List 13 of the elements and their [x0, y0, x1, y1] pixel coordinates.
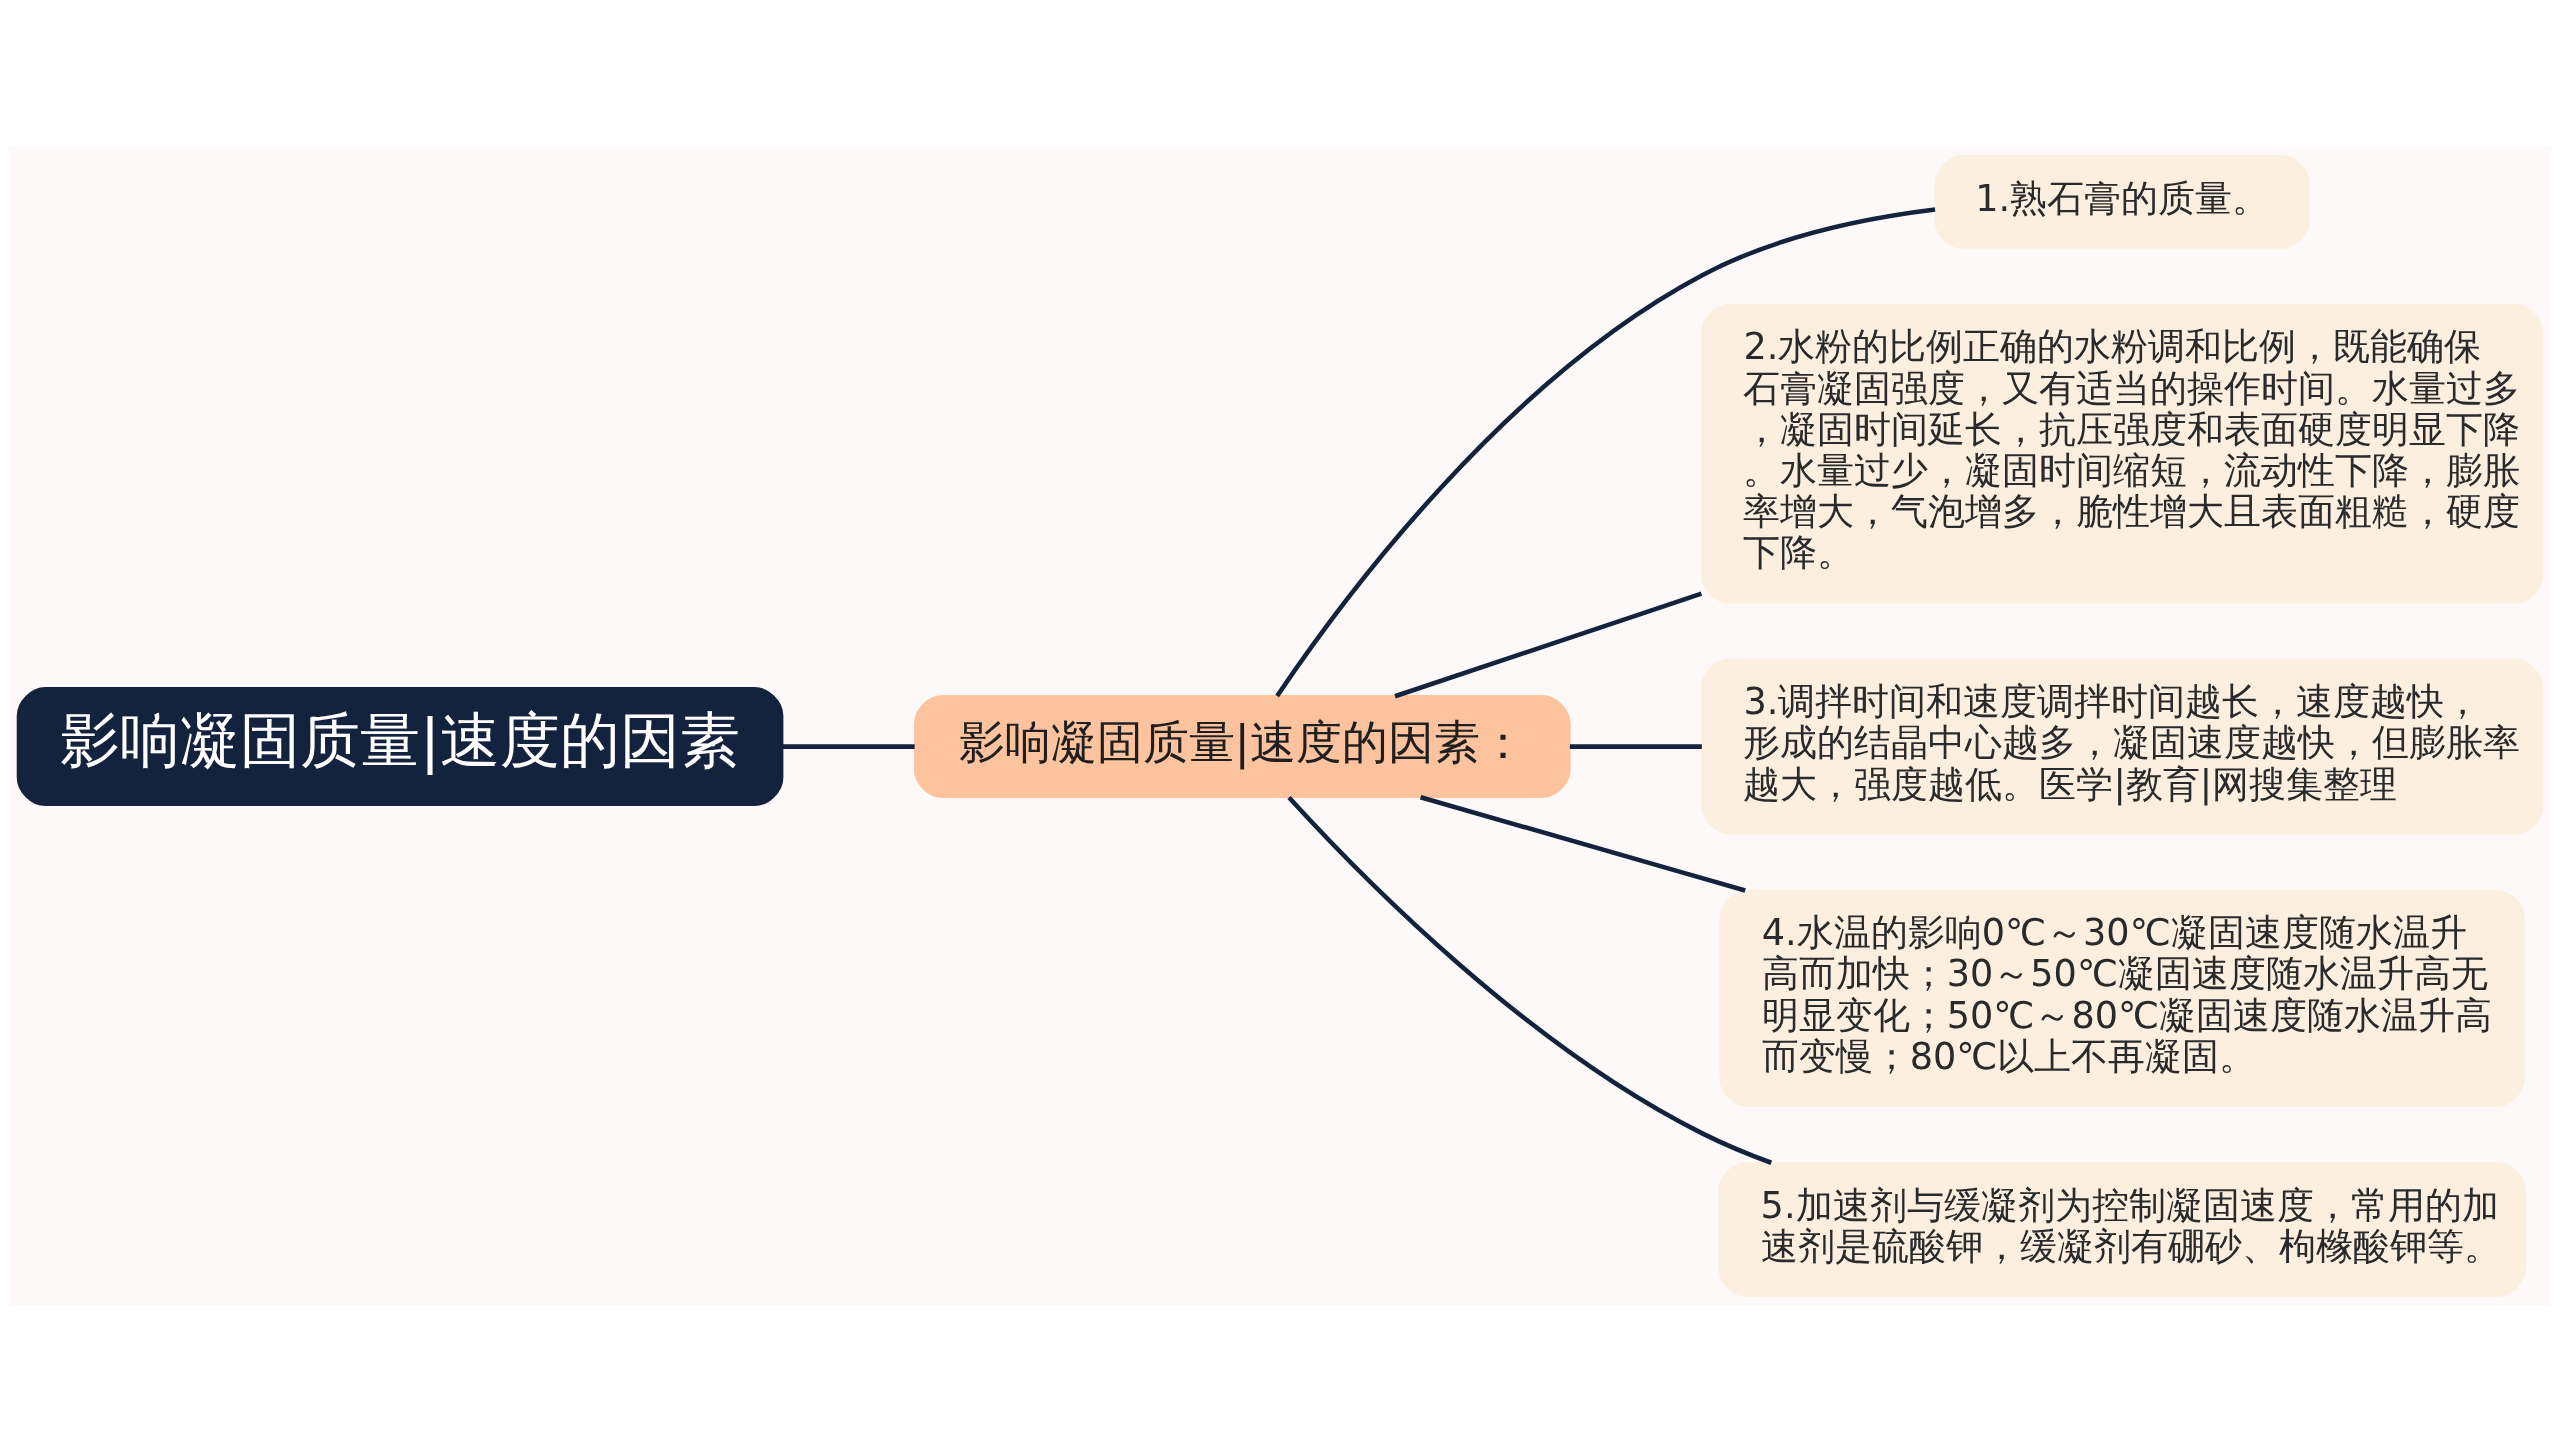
node-box: 影响凝固质量|速度的因素： [913, 694, 1571, 798]
connector [1394, 591, 1703, 698]
node-box: 2.水粉的比例正确的水粉调和比例，既能确保石膏凝固强度，又有适当的操作时间。水量过多，凝固时间延长，抗压强度和表面硬度明显下降。水量过少，凝固时间缩短，流动性下降，膨胀率增大，气泡增多，脆性增大且表面粗糙，硬度下降。 [1701, 303, 2544, 604]
node-box: 5.加速剂与缓凝剂为控制凝固速度，常用的加速剂是硫酸钾，缓凝剂有硼砂、枸橼酸钾等。 [1718, 1161, 2527, 1297]
connector [1419, 794, 1746, 893]
connector [1287, 795, 1773, 1165]
connector [782, 743, 915, 749]
connector [1569, 743, 1702, 749]
node-box: 影响凝固质量|速度的因素 [16, 686, 784, 806]
connector [1275, 206, 1936, 697]
node-box: 4.水温的影响0℃～30℃凝固速度随水温升高而加快；30～50℃凝固速度随水温升高无明显变化；50℃～80℃凝固速度随水温升高而变慢；80℃以上不再凝固。 [1719, 889, 2525, 1107]
node-box: 3.调拌时间和速度调拌时间越长，速度越快，形成的结晶中心越多，凝固速度越快，但膨胀率越大，强度越低。医学|教育|网搜集整理 [1701, 658, 2544, 835]
node-box: 1.熟石膏的质量。 [1934, 154, 2310, 249]
